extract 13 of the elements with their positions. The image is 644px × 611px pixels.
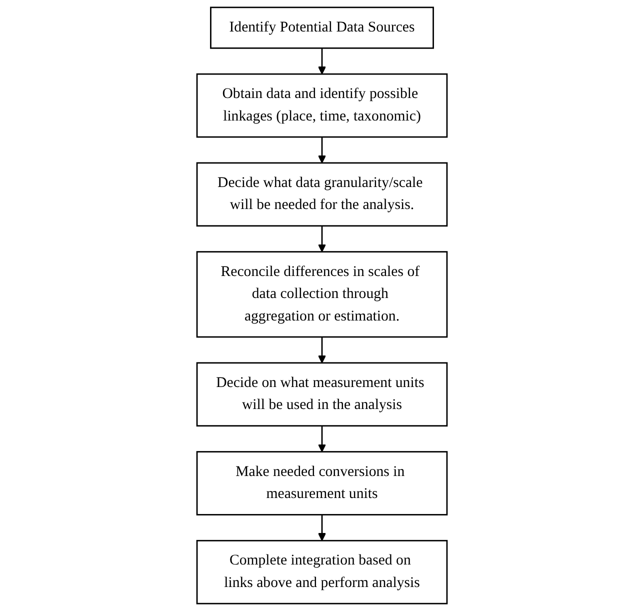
arrow	[318, 336, 326, 364]
node-box	[196, 362, 448, 427]
arrow	[318, 426, 326, 452]
arrow	[318, 48, 326, 74]
node-box	[196, 73, 448, 138]
node-box	[196, 251, 448, 338]
node-box	[196, 451, 448, 516]
node-box	[196, 162, 448, 227]
arrow	[318, 137, 326, 164]
node-box	[196, 540, 448, 604]
arrow	[318, 226, 326, 252]
arrow	[318, 514, 326, 542]
node-box	[210, 6, 434, 49]
